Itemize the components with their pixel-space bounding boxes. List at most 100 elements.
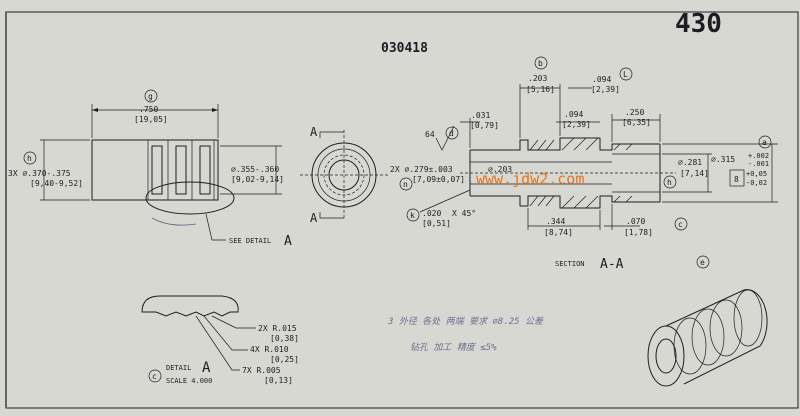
radius-015-mm: [0,38] xyxy=(270,334,299,343)
dia-281-mm: [7,14] xyxy=(680,169,709,178)
inner-dia-inch: ⌀.203 xyxy=(488,165,512,174)
surface-finish-symbol xyxy=(435,125,455,151)
shaft-outline xyxy=(91,139,219,201)
chamfer-inch: .020 xyxy=(422,209,441,218)
dim-203-inch: .203 xyxy=(528,74,547,83)
surface-finish-value: 64 xyxy=(425,130,435,139)
iso-back-face xyxy=(733,289,763,347)
radius-010: 4X R.010 xyxy=(250,345,289,354)
section-view: b .203 [5,16] .094 [2,39] L .031 [0,79] … xyxy=(390,56,778,272)
radius-005-mm: [0,13] xyxy=(264,376,293,385)
isometric-part-view xyxy=(647,289,768,387)
balloon-a-label: a xyxy=(762,138,767,147)
hatch-top xyxy=(529,137,633,151)
section-bottom-profile xyxy=(470,195,660,209)
balloon-L-label: L xyxy=(623,70,628,79)
groove-dia-mm: [9,02-9,14] xyxy=(231,175,284,184)
balloon-h-left xyxy=(23,151,37,165)
balloon-k xyxy=(406,208,420,222)
balloon-n-left xyxy=(399,177,413,191)
dim-250-mm: [6,35] xyxy=(622,118,651,127)
handwritten-note-1: 3 外径 各处 两端 要求 ⌀8.25 公差 xyxy=(387,316,544,327)
dim-031-mm: [0,79] xyxy=(470,121,499,130)
bore-dia-inch: 2X ⌀.279±.003 xyxy=(390,165,453,174)
section-letters: A-A xyxy=(600,257,624,272)
leader-r010 xyxy=(203,315,248,351)
balloon-b xyxy=(534,56,548,70)
section-letter-top: A xyxy=(310,125,318,139)
see-detail-leader xyxy=(205,213,226,241)
see-detail-letter: A xyxy=(284,234,292,249)
detail-word: DETAIL xyxy=(166,364,191,372)
dim-344-mm: [8,74] xyxy=(544,228,573,237)
balloon-h-right-label: h xyxy=(667,178,672,187)
dim-070-mm: [1,78] xyxy=(624,228,653,237)
section-top-profile xyxy=(470,137,660,151)
balloon-n-left-label: n xyxy=(403,180,408,189)
iso-flange-1 xyxy=(673,317,707,375)
dim-094-mid-mm: [2,39] xyxy=(562,120,591,129)
page-number: 430 xyxy=(675,9,722,39)
detail-letter: A xyxy=(202,360,211,376)
groove-3 xyxy=(199,145,211,195)
dia-315-tol-plus: +.002 xyxy=(748,152,769,160)
detail-ellipse xyxy=(145,181,235,215)
balloon-k-label: k xyxy=(410,211,415,220)
dim-070-inch: .070 xyxy=(626,217,645,226)
balloon-c-detail xyxy=(148,369,162,383)
outer-dia-inch: 3X ⌀.370-.375 xyxy=(8,169,71,178)
length-inch: .750 xyxy=(139,105,158,114)
arrow-left xyxy=(92,108,98,112)
hatch-bottom xyxy=(529,195,633,209)
section-letter-bottom: A xyxy=(310,211,318,225)
balloon-c-section-label: c xyxy=(678,220,683,229)
watermark: www.jdw2.com xyxy=(476,170,584,188)
balloon-e xyxy=(696,255,710,269)
radius-015: 2X R.015 xyxy=(258,324,297,333)
balloon-h-right xyxy=(663,175,677,189)
dim-344-inch: .344 xyxy=(546,217,565,226)
balloon-d-label: d xyxy=(449,129,454,138)
chamfer-mm: [0,51] xyxy=(422,219,451,228)
length-mm: [19,05] xyxy=(134,115,168,124)
see-detail-text: SEE DETAIL xyxy=(229,237,271,245)
bore-dia-mm: [7,09±0,07] xyxy=(412,175,465,184)
balloon-h-left-label: h xyxy=(27,154,32,163)
chamfer-angle: X 45° xyxy=(452,209,476,218)
outer-dia-mm: [9,40-9,52] xyxy=(30,179,83,188)
section-label: SECTION xyxy=(555,260,585,268)
detail-scale: SCALE 4.000 xyxy=(166,377,212,385)
cut-line-top xyxy=(319,131,344,138)
iso-flange-2 xyxy=(691,308,725,366)
balloon-b-label: b xyxy=(538,59,543,68)
end-view: A A xyxy=(300,125,388,225)
handwritten-note-2: 钻孔 加工 精度 ≤5% xyxy=(410,342,497,353)
chamfer-leader xyxy=(419,189,471,213)
drawing-number: 030418 xyxy=(381,41,428,56)
balloon-a xyxy=(758,135,772,149)
dia-315-mm-tol-minus: -0,02 xyxy=(746,179,767,187)
iso-flange-3 xyxy=(709,299,743,357)
dia-315-mm-tol-plus: +0,05 xyxy=(746,170,767,178)
mm-tolerance-box xyxy=(729,169,745,187)
groove-2 xyxy=(175,145,187,195)
balloon-c-detail-label: c xyxy=(152,372,157,381)
dim-094-top-mm: [2,39] xyxy=(591,85,620,94)
groove-dia-inch: ⌀.355-.360 xyxy=(231,165,279,174)
arrow-right xyxy=(212,108,218,112)
detail-view-a: 2X R.015 [0,38] 4X R.010 [0,25] 7X R.005… xyxy=(141,295,299,385)
dim-031-inch: .031 xyxy=(471,111,490,120)
balloon-L xyxy=(619,67,633,81)
cut-line-bottom xyxy=(319,212,344,219)
dim-094-mid-inch: .094 xyxy=(564,110,583,119)
balloon-e-label: e xyxy=(700,258,705,267)
balloon-d xyxy=(445,126,459,140)
iso-bore xyxy=(655,338,677,374)
balloon-g xyxy=(144,89,158,103)
dim-250-inch: .250 xyxy=(625,108,644,117)
balloon-c-section xyxy=(674,217,688,231)
balloon-g-label: g xyxy=(148,92,153,101)
